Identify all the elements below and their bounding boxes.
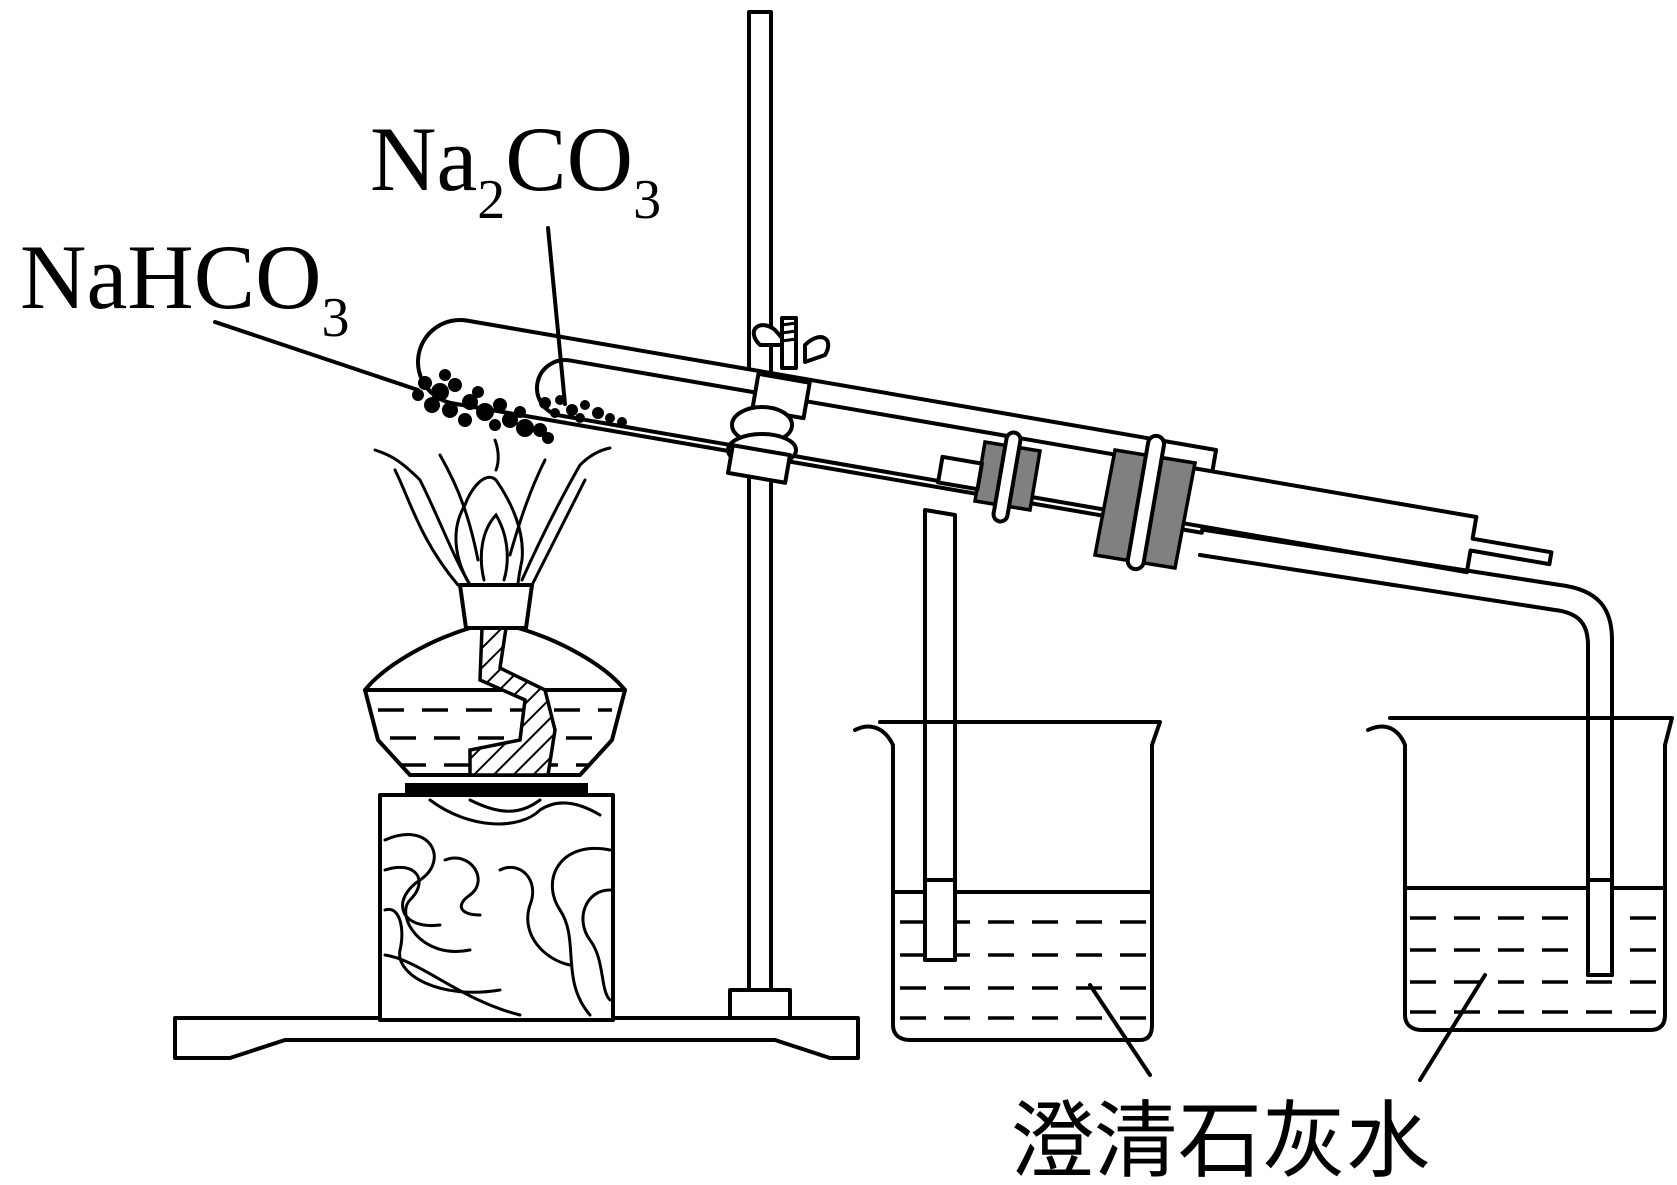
nahco3-leader: [213, 320, 420, 392]
na2co3-solid: [539, 395, 627, 427]
na2co3-label: Na2CO3: [370, 108, 661, 231]
beaker-right: [1366, 716, 1674, 1032]
beaker-left: [853, 720, 1162, 1042]
flame: [373, 438, 612, 587]
limewater-leader-left: [1088, 983, 1152, 1077]
lamp-body: [363, 626, 627, 777]
clamp: [726, 316, 831, 485]
tube-end-cap: [936, 454, 984, 492]
nahco3-solid: [412, 369, 554, 444]
lamp-base-plate: [405, 783, 588, 795]
lamp-wick: [468, 626, 557, 777]
inner-test-tube: [535, 358, 1554, 575]
stand-base: [173, 1016, 860, 1060]
limewater-label: 澄清石灰水: [1010, 1092, 1430, 1185]
alcohol-lamp: [363, 583, 627, 795]
rod-foot: [728, 988, 792, 1020]
nahco3-label: NaHCO3: [20, 226, 350, 349]
na2co3-leader: [546, 226, 567, 406]
stopper-large: [1092, 433, 1198, 572]
wooden-block: [378, 793, 615, 1022]
limewater-leader-right: [1418, 973, 1487, 1082]
iron-stand: [173, 10, 860, 1060]
wick-holder: [458, 583, 534, 630]
inner-delivery-tube: [1198, 528, 1614, 977]
stand-rod: [747, 10, 773, 1016]
